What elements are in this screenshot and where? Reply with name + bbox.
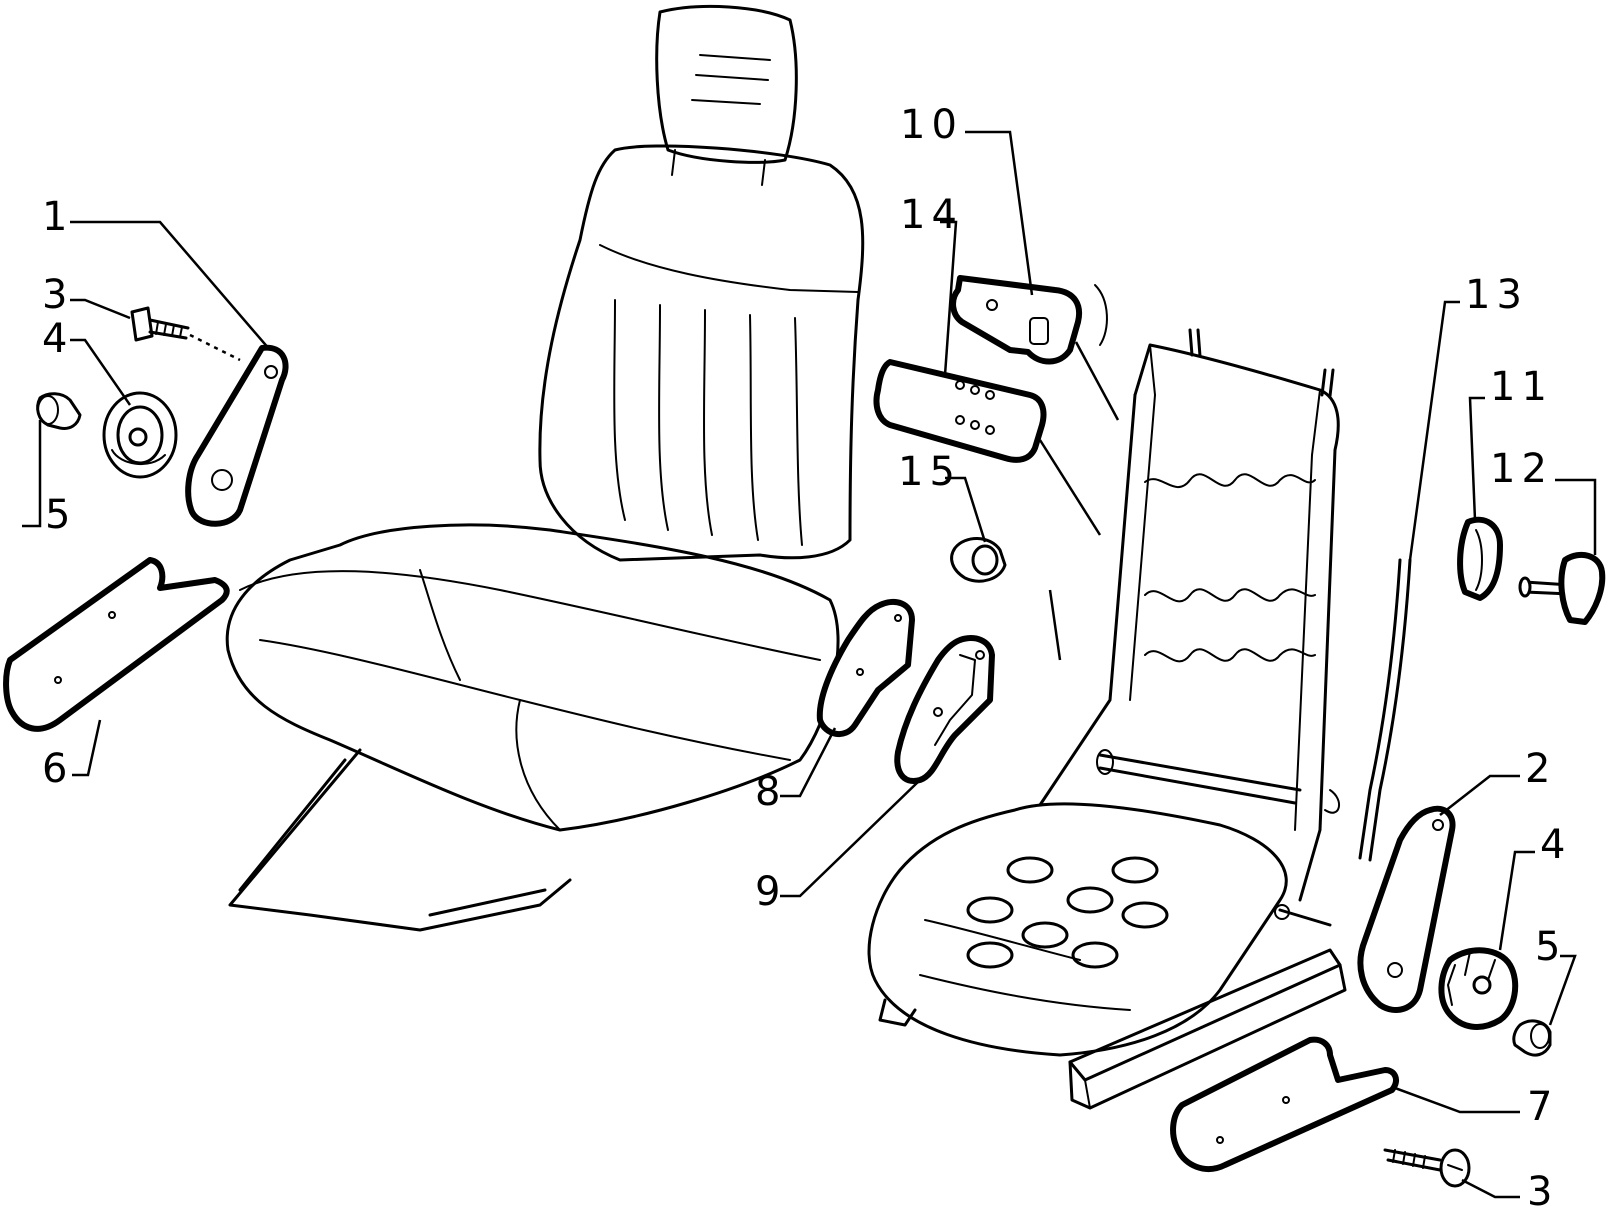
callout-11: 11: [1490, 364, 1553, 410]
callout-15: 15: [898, 449, 961, 495]
callout-6: 6: [42, 746, 73, 792]
callout-14: 14: [900, 192, 963, 238]
part-3-screw-left: [130, 306, 190, 342]
part-15-bushing: [950, 537, 1007, 583]
callout-10: 10: [900, 102, 963, 148]
callout-5: 5: [45, 492, 76, 538]
callout-labels: 1 3 4 5 6 10 14 15 8 9 13 11 12 2 4 5 7 …: [42, 102, 1571, 1214]
part-6-plate-left: [3, 557, 230, 732]
callout-2: 2: [1525, 746, 1556, 792]
callout-3b: 3: [1527, 1169, 1558, 1209]
callout-5b: 5: [1535, 924, 1566, 970]
part-14-bracket: [873, 359, 1047, 463]
part-4-knob-left: [102, 391, 178, 479]
callout-4b: 4: [1540, 822, 1571, 868]
callout-9: 9: [755, 869, 786, 915]
part-9-plate: [894, 635, 995, 784]
part-3-screw-right: [1383, 1148, 1471, 1188]
callout-12: 12: [1490, 446, 1553, 492]
part-5-cap-left: [36, 392, 82, 430]
callout-1: 1: [42, 194, 73, 240]
callout-13: 13: [1465, 272, 1528, 318]
callout-8: 8: [755, 769, 786, 815]
callout-4: 4: [42, 316, 73, 362]
callout-3: 3: [42, 272, 73, 318]
leader-lines: [22, 130, 1597, 1199]
part-8-plate: [816, 599, 915, 737]
upholstered-seat: [225, 5, 865, 932]
part-10-bracket: [950, 275, 1082, 365]
part-1-cover-plate: [185, 344, 289, 527]
part-5-cap-right: [1512, 1019, 1552, 1057]
callout-7: 7: [1527, 1084, 1558, 1130]
part-7-plate-right: [1170, 1036, 1399, 1172]
part-11-handle-cover: [1457, 516, 1503, 601]
seat-frame: [867, 328, 1347, 1110]
part-2-cover-plate: [1357, 805, 1456, 1013]
part-13-rod: [1358, 558, 1412, 862]
part-12-handle: [1518, 551, 1606, 625]
part-4-knob-right: [1438, 947, 1519, 1030]
